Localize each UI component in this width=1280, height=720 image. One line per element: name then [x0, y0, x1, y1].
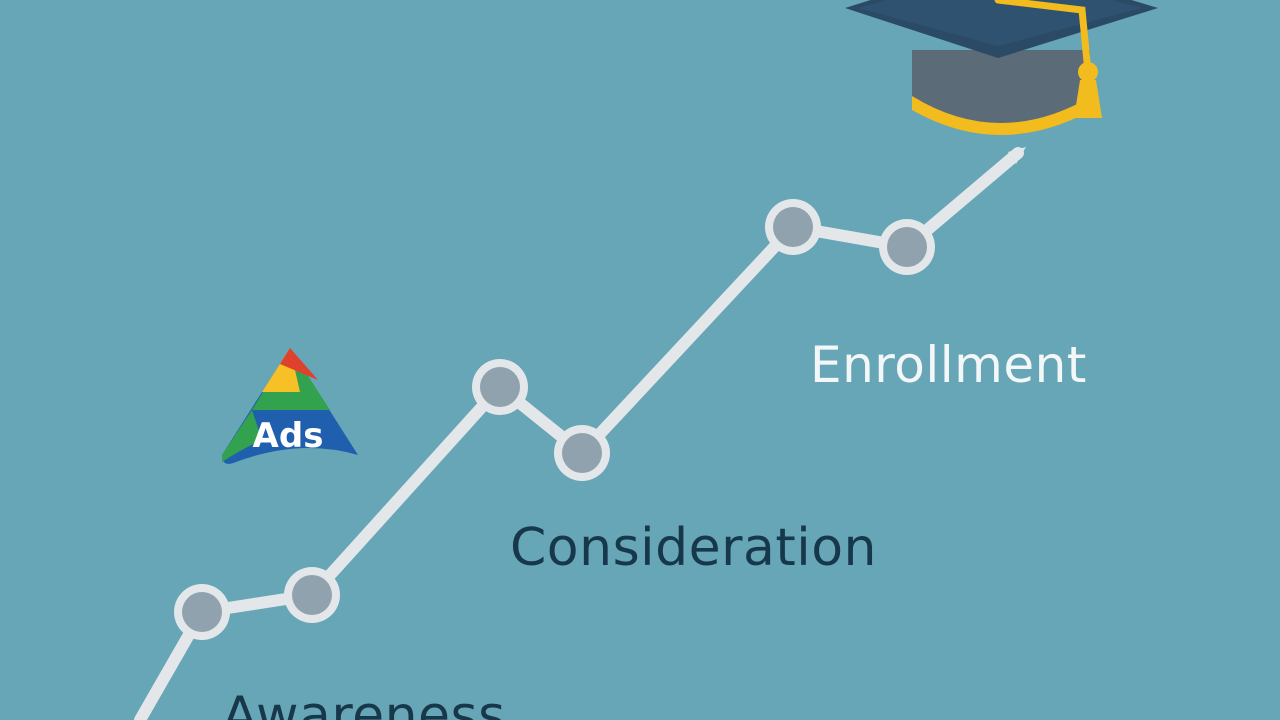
stage-label-awareness: Awareness — [222, 686, 506, 720]
stage-label-enrollment: Enrollment — [810, 336, 1087, 394]
graduation-cap-icon — [845, 0, 1158, 135]
progress-arrow-tip — [1008, 147, 1026, 164]
path-node — [765, 199, 821, 255]
ads-logo-text: Ads — [253, 416, 324, 456]
path-node — [554, 425, 610, 481]
ads-logo-icon: Ads — [222, 348, 358, 464]
path-node — [284, 567, 340, 623]
path-node — [879, 219, 935, 275]
path-node — [472, 359, 528, 415]
stage-label-consideration: Consideration — [510, 518, 877, 578]
path-node — [174, 584, 230, 640]
